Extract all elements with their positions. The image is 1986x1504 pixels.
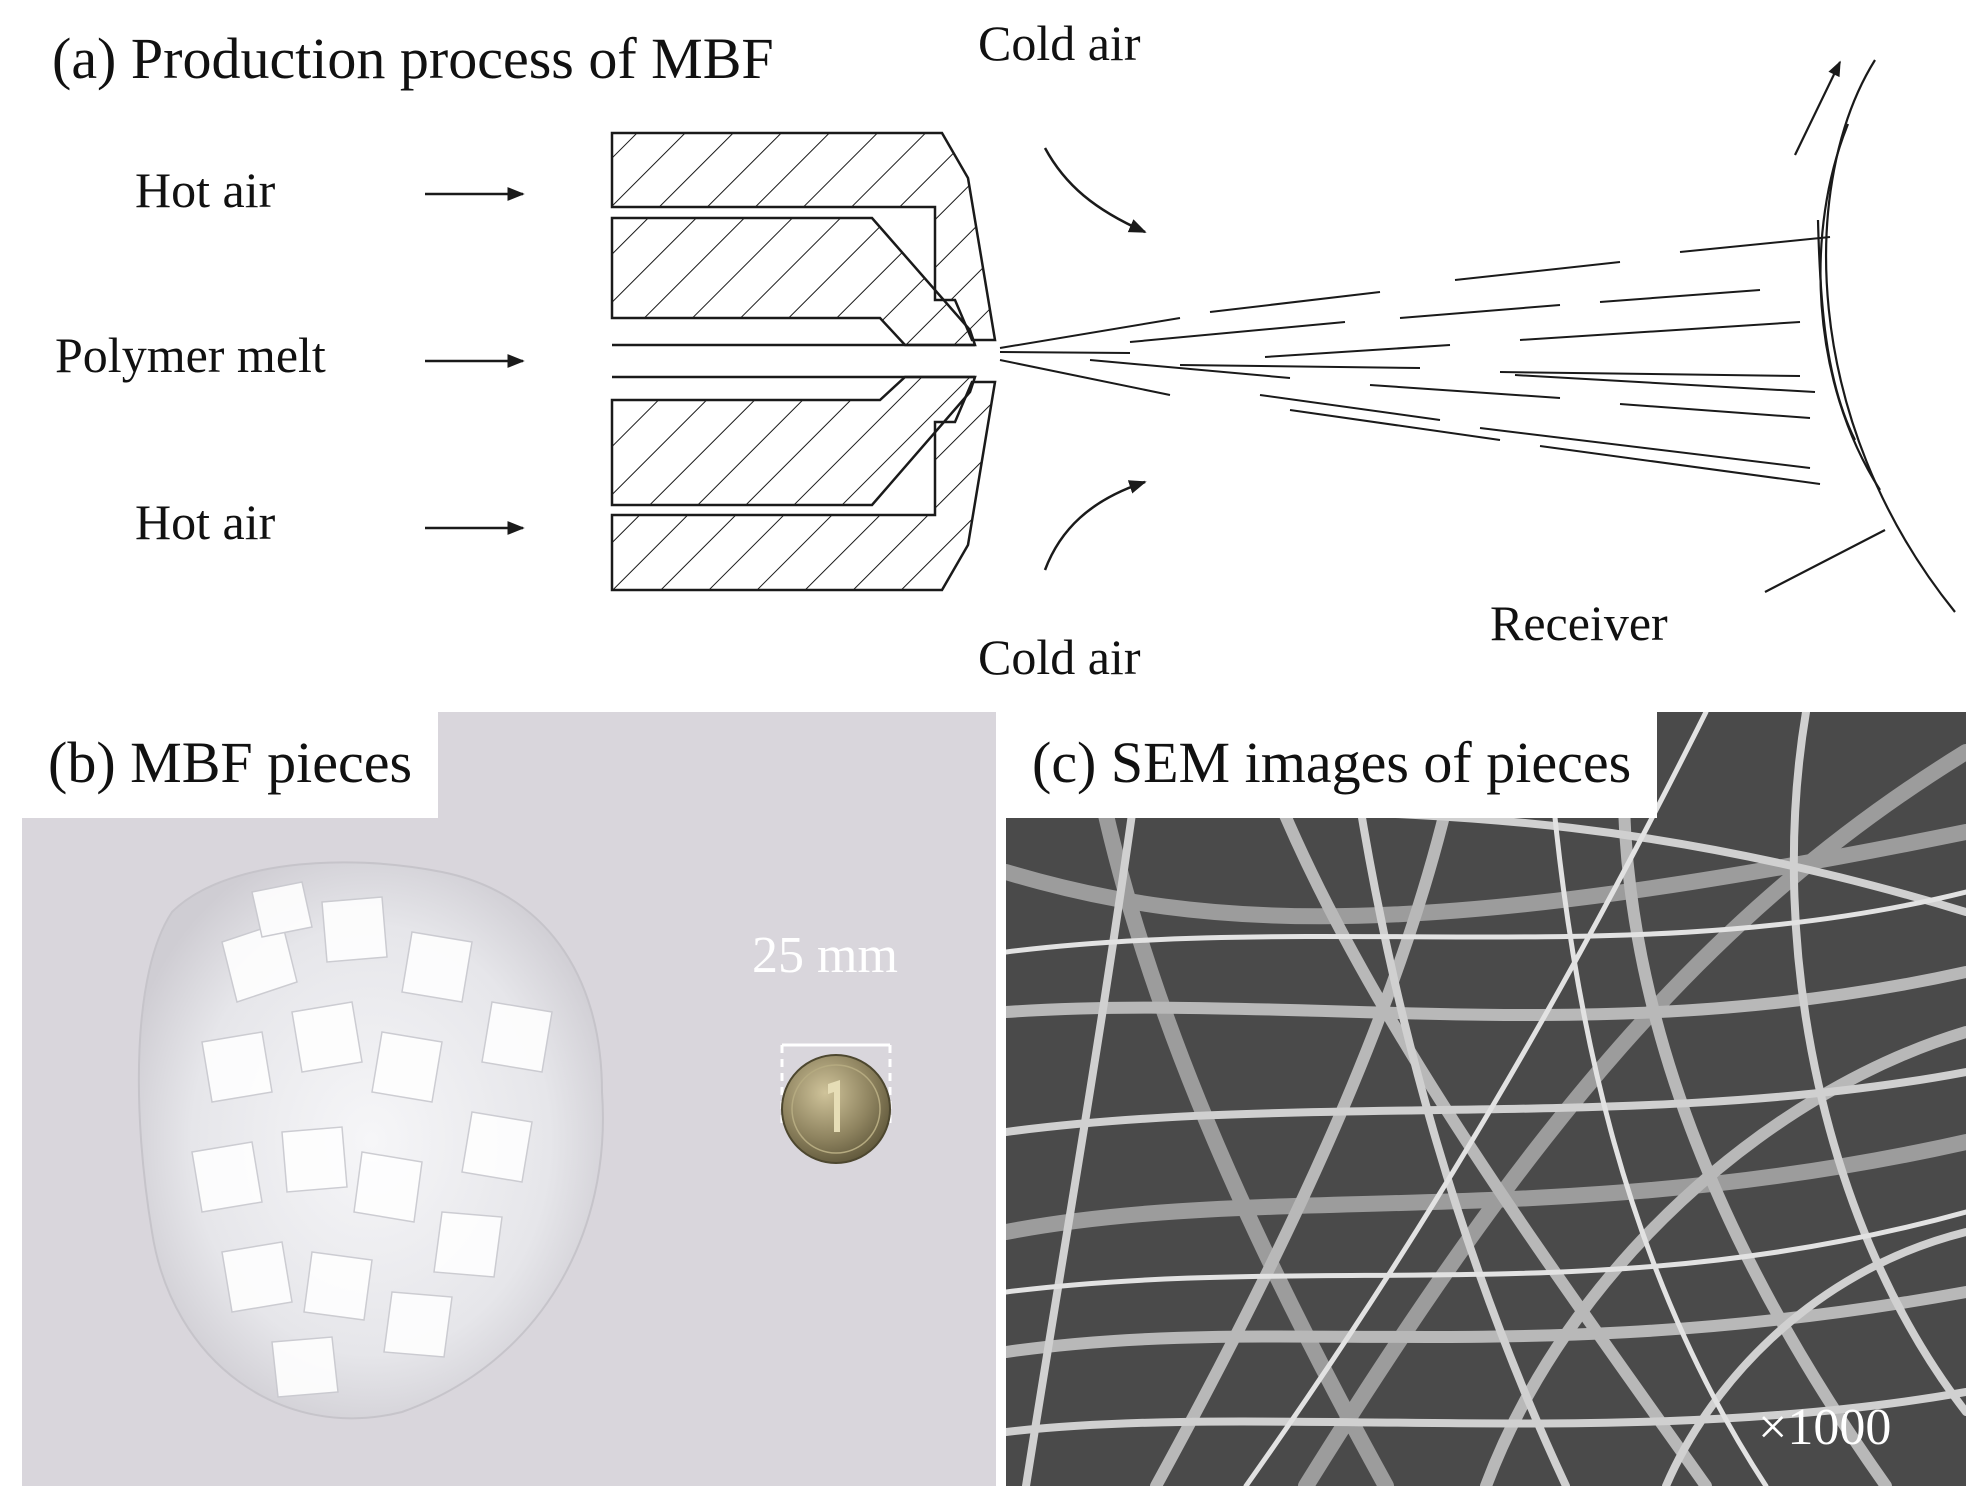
die-inner-bottom <box>610 375 977 507</box>
cold-air-bottom-label: Cold air <box>978 629 1141 685</box>
panel-a-title: (a) Production process of MBF <box>52 26 774 91</box>
die-outer-bottom <box>610 380 997 592</box>
mbf-pieces-photo: (b) MBF pieces 25 mm <box>22 712 996 1486</box>
scale-bar <box>780 1043 892 1127</box>
magnification-label: ×1000 <box>1758 1399 1892 1456</box>
cold-air-top-arrow <box>1043 147 1147 234</box>
receiver-label: Receiver <box>1490 595 1668 651</box>
receiver-rotation-arrow <box>1794 60 1841 156</box>
hot-air-bottom-label: Hot air <box>135 494 276 550</box>
panel-b-title: (b) MBF pieces <box>22 712 439 818</box>
scale-label: 25 mm <box>752 927 898 984</box>
die-inner-top <box>610 216 977 347</box>
cold-air-top-label: Cold air <box>978 15 1141 71</box>
melt-blown-process-schematic <box>425 59 1956 613</box>
die-outer-top <box>610 131 997 342</box>
coin-numeral <box>828 1080 840 1132</box>
panel-c-title: (c) SEM images of pieces <box>1006 712 1658 818</box>
receiver-leader-line <box>1764 529 1886 593</box>
inflow-arrows <box>425 187 525 535</box>
fiber-jet <box>999 236 1831 485</box>
sem-image: (c) SEM images of pieces ×1000 <box>1006 712 1966 1486</box>
hot-air-top-label: Hot air <box>135 162 276 218</box>
mbf-pieces-illustration <box>22 712 996 1486</box>
sem-fibers-illustration <box>1006 712 1966 1486</box>
polymer-melt-label: Polymer melt <box>55 327 326 383</box>
cold-air-arrows <box>1043 147 1147 571</box>
receiver-drum <box>1764 59 1956 613</box>
die-body <box>610 131 997 592</box>
cold-air-bottom-arrow <box>1043 480 1147 571</box>
fiber-pieces <box>191 881 553 1398</box>
